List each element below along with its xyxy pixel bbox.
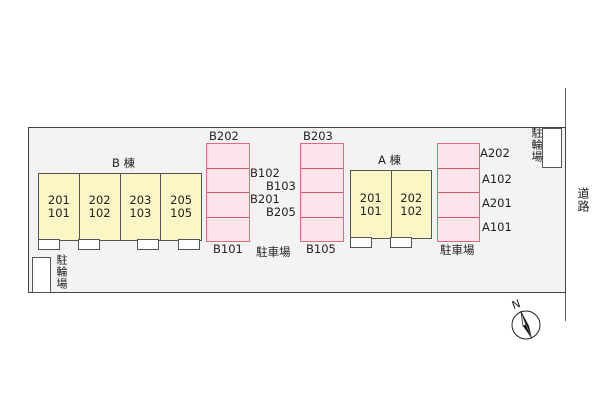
parking-label-b202: B202 — [209, 129, 239, 143]
unit-upper: 201 — [359, 190, 382, 205]
parking-slot[interactable] — [207, 218, 249, 242]
parking-slot[interactable] — [438, 193, 479, 218]
parking-b2 — [300, 143, 344, 242]
building-a-label: A 棟 — [378, 153, 402, 167]
parking-label-b102: B102 — [250, 166, 280, 180]
bike-parking-right-label: 駐輪場 — [530, 127, 543, 163]
compass-icon: N — [508, 297, 544, 342]
porch — [390, 237, 412, 248]
parking-slot[interactable] — [438, 218, 479, 242]
porch — [78, 239, 100, 250]
parking-slot[interactable] — [207, 169, 249, 193]
parking-label-a202: A202 — [480, 146, 510, 160]
parking-slot[interactable] — [207, 144, 249, 169]
parking-label-a201: A201 — [482, 196, 512, 210]
unit-lower: 101 — [47, 206, 70, 220]
parking-slot[interactable] — [301, 193, 343, 218]
parking-area-label-a: 駐車場 — [440, 243, 475, 257]
unit-upper: 205 — [170, 193, 193, 207]
parking-label-a101: A101 — [482, 220, 512, 234]
parking-label-b205: B205 — [266, 205, 296, 219]
parking-label-b105: B105 — [306, 242, 336, 256]
parking-label-b103: B103 — [266, 179, 296, 193]
unit-upper: 202 — [400, 190, 423, 205]
parking-area-label: 駐車場 — [256, 245, 291, 259]
parking-a — [437, 143, 480, 242]
road-label: 道路 — [576, 187, 590, 213]
unit-upper: 201 — [47, 193, 70, 207]
bike-parking-left-label: 駐輪場 — [55, 254, 68, 290]
building-b-label: B 棟 — [112, 156, 136, 170]
porch — [38, 239, 60, 250]
parking-slot[interactable] — [438, 144, 479, 169]
parking-label-b203: B203 — [303, 129, 333, 143]
unit-lower: 102 — [400, 203, 423, 218]
parking-slot[interactable] — [207, 193, 249, 218]
parking-slot[interactable] — [301, 169, 343, 193]
unit-lower: 105 — [170, 206, 193, 220]
unit-lower: 103 — [129, 206, 152, 220]
parking-b1 — [206, 143, 250, 242]
unit-upper: 203 — [129, 193, 152, 207]
parking-label-b201: B201 — [250, 192, 280, 206]
bike-parking-right — [542, 128, 562, 168]
porch — [350, 237, 372, 248]
parking-label-a102: A102 — [482, 172, 512, 186]
porch — [178, 239, 200, 250]
unit-lower: 102 — [88, 206, 111, 220]
bike-parking-left — [32, 257, 51, 293]
parking-slot[interactable] — [301, 218, 343, 242]
parking-slot[interactable] — [438, 169, 479, 193]
parking-slot[interactable] — [301, 144, 343, 169]
porch — [137, 239, 159, 250]
unit-upper: 202 — [88, 193, 111, 207]
parking-label-b101: B101 — [213, 242, 243, 256]
unit-lower: 101 — [359, 203, 382, 218]
